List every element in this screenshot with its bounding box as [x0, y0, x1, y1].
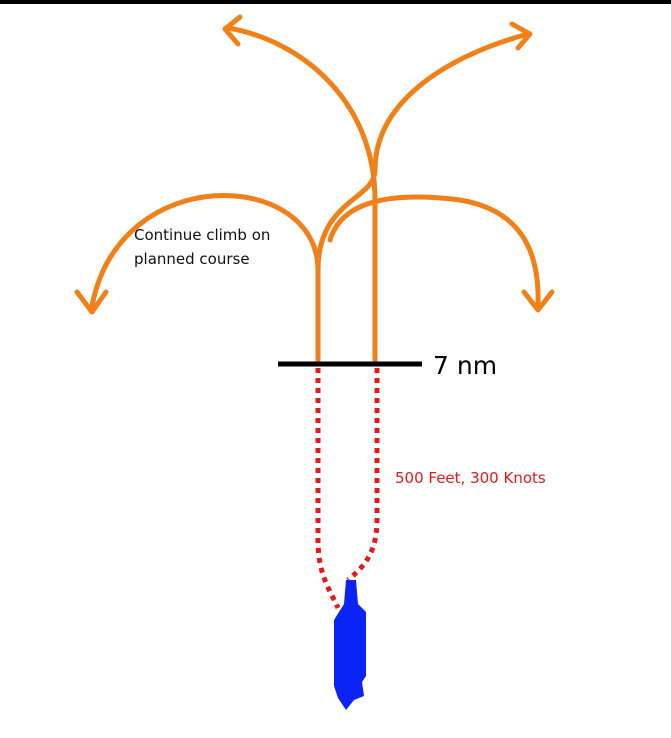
arrowhead-up-right: [509, 21, 533, 51]
climb-label-line2: planned course: [134, 250, 250, 268]
top-border: [0, 0, 671, 4]
altitude-speed-label: 500 Feet, 300 Knots: [395, 469, 546, 487]
approach-track-right: [346, 368, 380, 582]
approach-track-left: [315, 368, 341, 610]
climb-label-line1: Continue climb on: [134, 226, 270, 244]
path-left-turn: [89, 193, 321, 363]
arrowhead-right: [521, 289, 555, 313]
arrowhead-left: [74, 289, 109, 315]
path-up-right: [315, 31, 531, 363]
carrier-silhouette-icon: [334, 580, 366, 710]
path-right-turn: [327, 194, 541, 309]
path-up-left: [225, 25, 378, 363]
distance-label: 7 nm: [433, 351, 497, 380]
arrowhead-up-left: [222, 14, 243, 47]
